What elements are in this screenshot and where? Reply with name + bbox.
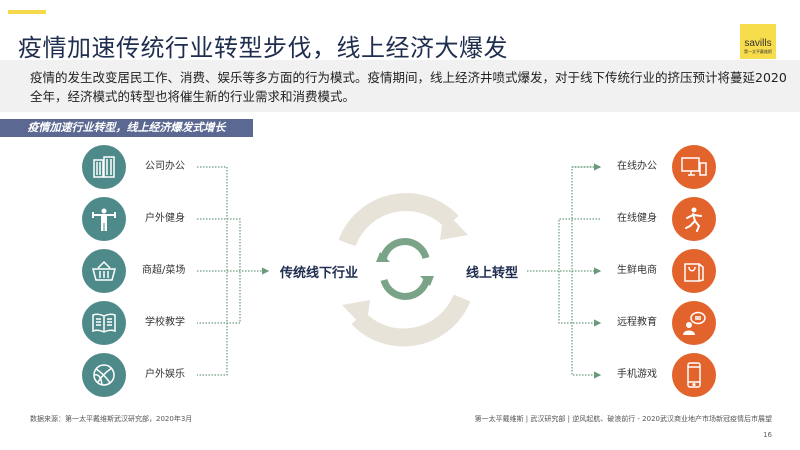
- offline-item-label: 公司办公: [145, 161, 185, 172]
- intro-band: 疫情的发生改变居民工作、消费、娱乐等多方面的行为模式。疫情期间，线上经济井喷式爆…: [0, 60, 800, 112]
- building-icon: [82, 145, 126, 189]
- page-title: 疫情加速传统行业转型步伐，线上经济大爆发: [18, 34, 508, 62]
- connector-outer-right: [571, 166, 602, 379]
- small-cycle-bottom: [380, 277, 431, 300]
- basketball-icon: [82, 353, 126, 397]
- connector-outer-left: [197, 166, 228, 376]
- computer-phone-icon: [672, 145, 716, 189]
- online-item-label: 手机游戏: [617, 369, 657, 380]
- basket-icon: [82, 249, 126, 293]
- person-chat-icon: [672, 301, 716, 345]
- cycle-arc-top: [338, 193, 459, 247]
- offline-item-label: 商超/菜场: [142, 265, 186, 276]
- small-cycle-top: [379, 238, 430, 261]
- weightlifter-icon: [82, 197, 126, 241]
- cycle-graphic: [338, 193, 471, 347]
- offline-item-label: 户外健身: [145, 213, 185, 224]
- running-person-icon: [672, 197, 716, 241]
- connector-inner-right: [558, 218, 602, 327]
- book-icon: [82, 301, 126, 345]
- page-number: 16: [763, 431, 772, 439]
- accent-bar: [8, 10, 46, 14]
- offline-item-label: 学校教学: [145, 317, 185, 328]
- online-item-label: 远程教育: [617, 317, 657, 328]
- offline-title: 传统线下行业: [280, 266, 359, 281]
- logo-brand: savills: [744, 38, 772, 49]
- intro-text: 疫情的发生改变居民工作、消费、娱乐等多方面的行为模式。疫情期间，线上经济井喷式爆…: [30, 70, 787, 104]
- offline-item-label: 户外娱乐: [145, 369, 185, 380]
- section-banner: 疫情加速行业转型，线上经济爆发式增长: [0, 119, 253, 137]
- shopping-bag-icon: [672, 249, 716, 293]
- logo-sub: 第一太平戴维斯: [744, 49, 772, 54]
- online-title: 线上转型: [466, 266, 519, 281]
- online-item-label: 在线办公: [617, 161, 657, 172]
- mobile-phone-icon: [672, 353, 716, 397]
- savills-logo: savills 第一太平戴维斯: [740, 24, 776, 59]
- online-item-label: 生鲜电商: [617, 265, 657, 276]
- connector-inner-left: [197, 218, 241, 324]
- report-footer: 第一太平戴维斯 | 武汉研究部 | 逆风起航、破浪前行 - 2020武汉商业地产…: [474, 415, 772, 423]
- data-source: 数据来源：第一太平戴维斯武汉研究部，2020年3月: [30, 415, 193, 423]
- online-item-label: 在线健身: [617, 213, 657, 224]
- cycle-arc-bottom: [351, 294, 471, 347]
